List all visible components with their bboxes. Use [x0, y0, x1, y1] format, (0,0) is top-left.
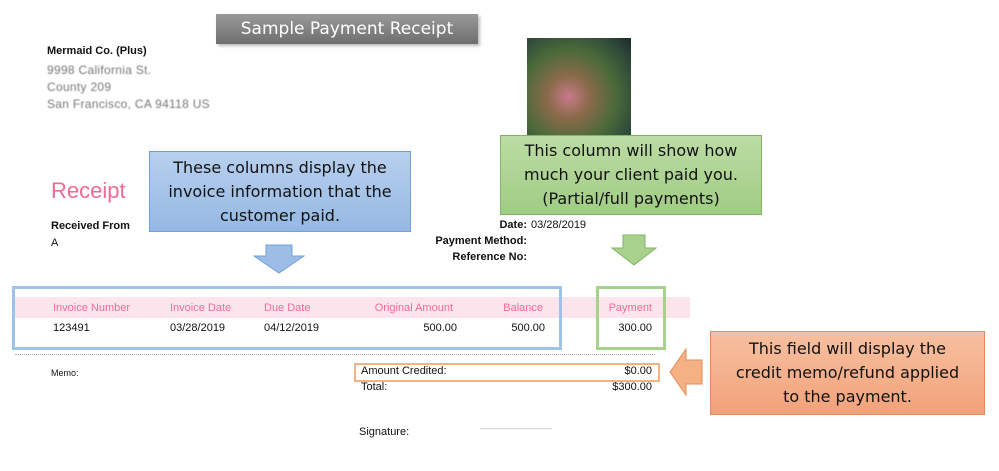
credit-field-callout: This field will display the credit memo/…: [710, 331, 985, 415]
cell-invoice-number: 123491: [53, 322, 90, 334]
header-invoice-date: Invoice Date: [170, 302, 232, 314]
date-value: 03/28/2019: [531, 219, 587, 231]
amount-credited-label: Amount Credited:: [361, 365, 447, 377]
invoice-columns-callout: These columns display the invoice inform…: [149, 151, 411, 232]
cell-due-date: 04/12/2019: [264, 322, 320, 334]
total-label: Total:: [361, 381, 388, 393]
receipt-heading: Receipt: [51, 178, 126, 203]
mermaid-photo: [527, 38, 631, 136]
date-label: Date:: [499, 219, 527, 231]
header-payment: Payment: [608, 302, 652, 314]
company-address-line: San Francisco, CA 94118 US: [47, 97, 210, 111]
amount-credited-value: $0.00: [624, 365, 652, 377]
company-name: Mermaid Co. (Plus): [47, 45, 147, 57]
cell-payment: 300.00: [618, 322, 652, 334]
payment-method-label: Payment Method:: [435, 235, 527, 247]
banner-title: Sample Payment Receipt: [216, 14, 478, 44]
amount-credited-highlight: [354, 363, 660, 382]
header-original-amount: Original Amount: [374, 302, 453, 314]
invoice-columns-highlight: [12, 286, 562, 350]
received-from-value: A: [51, 237, 59, 249]
header-due-date: Due Date: [264, 302, 311, 314]
total-value: $300.00: [612, 381, 652, 393]
cell-original-amount: 500.00: [423, 322, 457, 334]
divider: [15, 354, 655, 355]
header-balance: Balance: [503, 302, 543, 314]
payment-column-callout: This column will show how much your clie…: [500, 135, 762, 215]
green-down-arrow-icon: [611, 234, 657, 266]
payment-column-highlight: [596, 286, 666, 350]
company-address-line: County 209: [47, 80, 112, 94]
company-address-line: 9998 California St.: [47, 63, 152, 77]
cell-invoice-date: 03/28/2019: [170, 322, 226, 334]
table-header-band: [15, 297, 690, 318]
received-from-label: Received From: [51, 220, 130, 232]
cell-balance: 500.00: [511, 322, 545, 334]
memo-label: Memo:: [51, 368, 79, 378]
orange-left-arrow-icon: [669, 348, 703, 396]
blue-down-arrow-icon: [253, 244, 305, 274]
header-invoice-number: Invoice Number: [53, 302, 131, 314]
reference-no-label: Reference No:: [452, 251, 527, 263]
signature-label: Signature:: [359, 426, 410, 438]
signature-line: ---------------------------: [480, 424, 552, 433]
